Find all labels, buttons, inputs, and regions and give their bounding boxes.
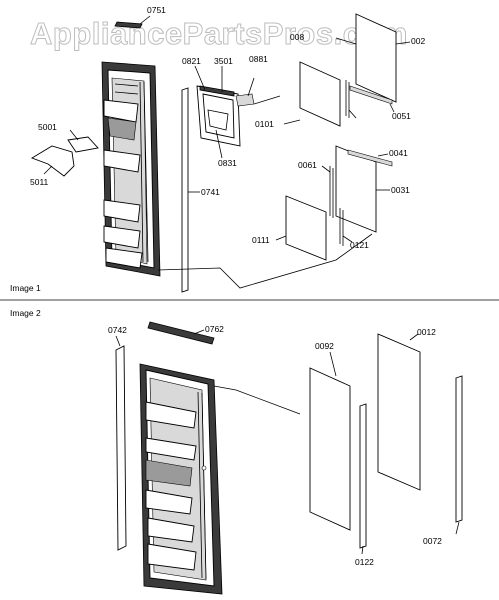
part-label[interactable]: 0831 [218,158,237,168]
trim-strip-0072[interactable] [455,375,463,523]
part-label[interactable]: 0012 [417,327,436,337]
section-title: Image 2 [10,308,41,318]
part-label[interactable]: 0751 [147,5,166,15]
top-trim-0751[interactable] [114,21,143,29]
part-label[interactable]: 0121 [350,240,369,250]
part-label[interactable]: 008 [290,32,304,42]
part-label[interactable]: 0061 [298,160,317,170]
dispenser-part-5001[interactable] [67,136,99,153]
part-label[interactable]: 0101 [255,119,274,129]
part-label[interactable]: 5011 [30,177,49,187]
top-trim-0762[interactable] [147,321,215,345]
part-label[interactable]: 0111 [252,235,270,245]
part-label[interactable]: 0092 [315,341,334,351]
panel-0111[interactable] [285,195,327,261]
trim-0041[interactable] [347,149,393,167]
part-label[interactable]: 0122 [355,557,374,567]
trim-0051[interactable] [349,85,393,105]
panel-0012[interactable] [377,333,421,491]
part-label[interactable]: 0072 [423,536,442,546]
dispenser-chute-5011[interactable] [30,145,75,177]
part-label[interactable]: 0762 [205,324,224,334]
section-title: Image 1 [10,283,41,293]
dispenser-panel-group[interactable] [196,85,255,147]
image-2-section: Image 2 0742 0762 0092 [10,308,463,595]
assembly-line [157,233,373,289]
part-label[interactable]: 0821 [182,56,201,66]
part-label[interactable]: 5001 [38,122,57,132]
part-label[interactable]: 0741 [201,187,220,197]
part-label[interactable]: 3501 [214,56,233,66]
door-liner-image2[interactable] [139,363,223,595]
part-label[interactable]: 0031 [391,185,410,195]
image-1-section: 0751 5001 5011 0741 0821 3501 0881 0831 [10,5,425,293]
gasket-strip-0741[interactable] [181,87,189,293]
trim-strip-0122[interactable] [359,403,367,549]
panel-0092[interactable] [309,367,351,531]
part-label[interactable]: 0742 [108,325,127,335]
panel-002[interactable] [355,13,397,103]
gasket-strip-0742[interactable] [115,345,127,551]
panel-0101[interactable] [299,61,341,127]
part-label[interactable]: 0051 [392,111,411,121]
part-label[interactable]: 0041 [389,148,408,158]
assembly-line [213,385,301,415]
part-label[interactable]: 0881 [249,54,268,64]
door-liner-image1[interactable] [101,61,161,277]
watermark: AppliancePartsPros.com [30,16,408,51]
part-label[interactable]: 002 [411,36,425,46]
